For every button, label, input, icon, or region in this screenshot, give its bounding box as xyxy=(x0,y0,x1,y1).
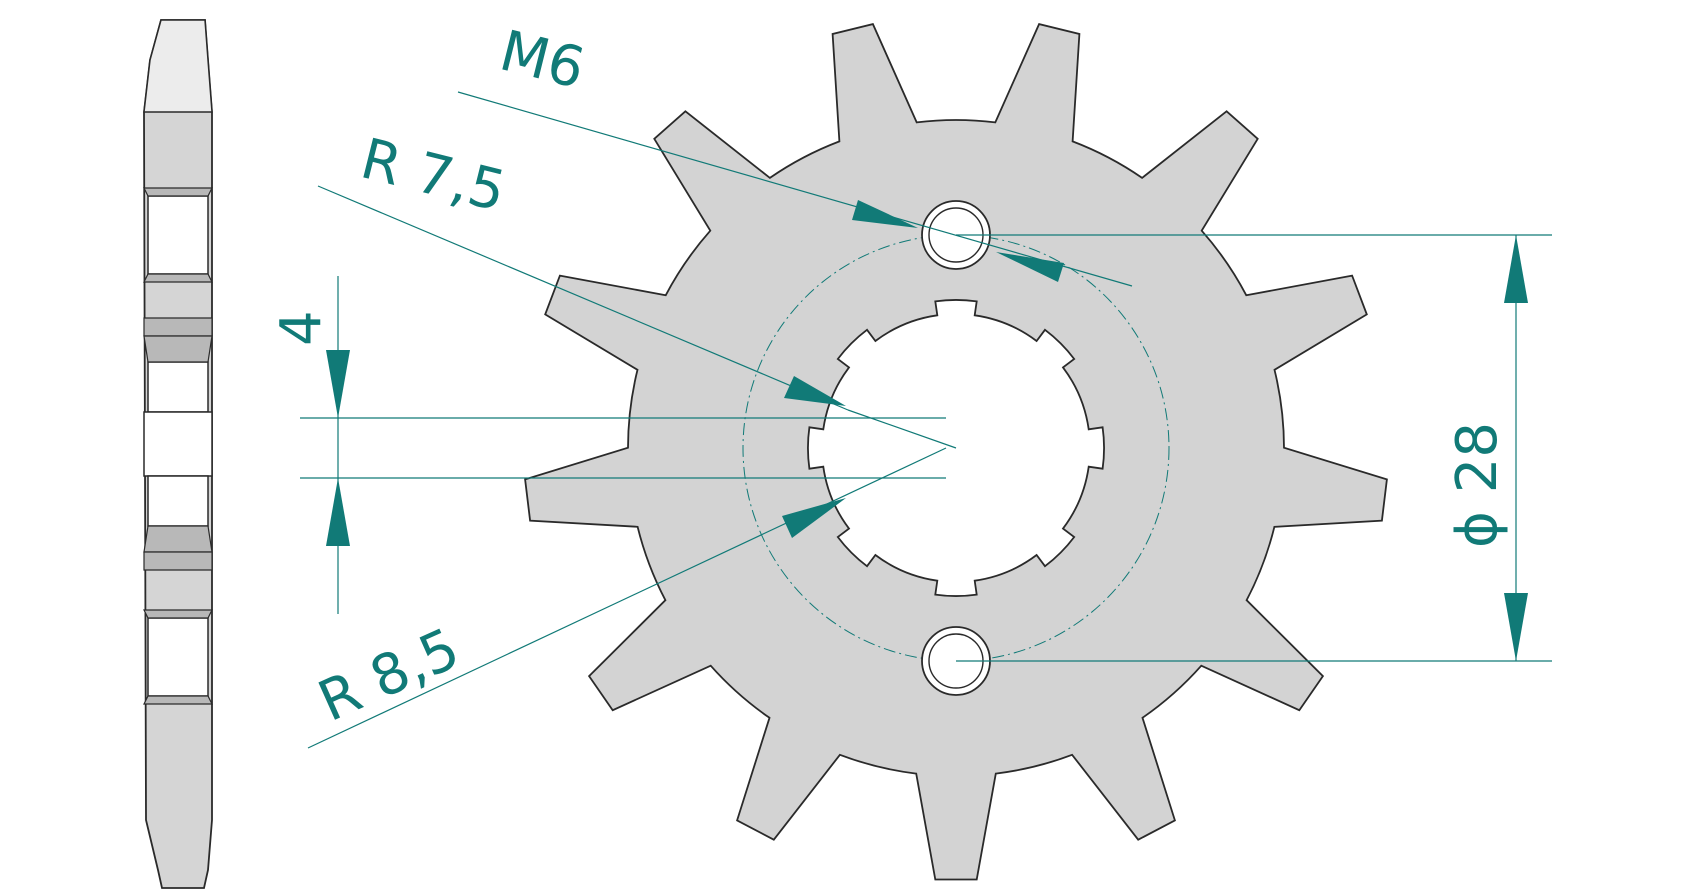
label-diameter: ϕ 28 xyxy=(1445,422,1510,548)
sprocket-front-view xyxy=(524,23,1388,881)
arrow-4-lower xyxy=(326,478,350,546)
arrow-d28-lower xyxy=(1504,593,1528,661)
side-profile-tooth-tip xyxy=(143,19,213,113)
label-spline-width: 4 xyxy=(269,310,334,346)
arrow-d28-upper xyxy=(1504,235,1528,303)
arrow-m6-lower xyxy=(996,252,1064,282)
label-r-7-5: R 7,5 xyxy=(355,127,512,225)
label-thread: M6 xyxy=(494,19,591,102)
arrow-r75 xyxy=(784,376,846,406)
arrow-r85 xyxy=(782,498,846,538)
arrow-4-upper xyxy=(326,350,350,418)
splined-bore xyxy=(807,299,1105,597)
side-profile-windows xyxy=(143,195,213,697)
side-profile-bevels xyxy=(143,187,213,705)
arrow-m6-upper xyxy=(852,200,918,228)
side-profile-view xyxy=(143,19,213,889)
label-r-8-5: R 8,5 xyxy=(309,616,469,735)
dimension-lines xyxy=(300,91,1552,749)
sprocket-body xyxy=(524,23,1388,881)
dimension-arrows xyxy=(326,200,1528,661)
